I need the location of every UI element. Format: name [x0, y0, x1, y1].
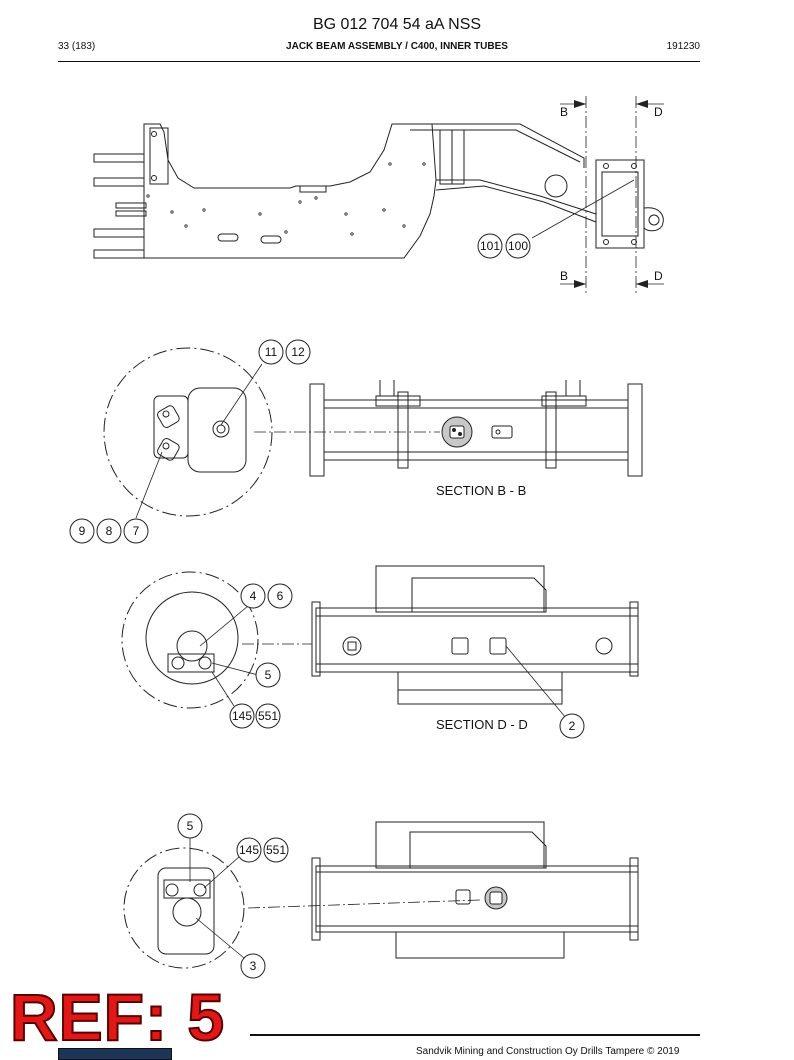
callout-100-bubble [505, 233, 531, 259]
header-rule [58, 61, 700, 62]
section-b-b-view [103, 347, 643, 519]
section-b-b-title: SECTION B - B [436, 483, 526, 498]
callout-12-bubble [285, 339, 311, 365]
callout-145b-bubble [236, 837, 262, 863]
callout-2: 2 [569, 719, 576, 733]
callout-5a: 5 [265, 668, 272, 682]
document-code: 191230 [666, 41, 700, 52]
callout-6: 6 [277, 589, 284, 603]
callout-11: 11 [265, 345, 278, 359]
callout-551a: 551 [258, 709, 278, 723]
callout-145a: 145 [232, 709, 252, 723]
section-mark-b-bottom: B [560, 269, 568, 283]
callout-5b: 5 [187, 819, 194, 833]
section-d-d-title: SECTION D - D [436, 717, 528, 732]
callout-12: 12 [291, 345, 305, 359]
third-section-view [123, 821, 639, 969]
callout-6-bubble [267, 583, 293, 609]
callout-9: 9 [79, 524, 86, 538]
callout-4: 4 [250, 589, 257, 603]
callout-101: 101 [480, 239, 500, 253]
section-mark-d-top: D [654, 105, 663, 119]
callout-8-bubble [96, 518, 122, 544]
callout-7: 7 [133, 524, 140, 538]
section-d-d-view [121, 565, 639, 719]
jack-beam-side-view [93, 96, 664, 296]
callout-9-bubble [69, 518, 95, 544]
section-heading: JACK BEAM ASSEMBLY / C400, INNER TUBES [286, 41, 508, 52]
callout-551b: 551 [266, 843, 286, 857]
callout-145a-bubble [229, 703, 255, 729]
callout-101-bubble [477, 233, 503, 259]
section-mark-b-top: B [560, 105, 568, 119]
callout-7-bubble [123, 518, 149, 544]
document-title: BG 012 704 54 aA NSS [312, 16, 482, 33]
footer-copyright: Sandvik Mining and Construction Oy Drill… [416, 1046, 680, 1057]
section-mark-d-bottom: D [654, 269, 663, 283]
callout-2-bubble [559, 713, 585, 739]
callout-8: 8 [106, 524, 113, 538]
callout-4-bubble [240, 583, 266, 609]
page-number: 33 (183) [58, 41, 96, 52]
callout-5b-bubble [177, 813, 203, 839]
callout-3-bubble [240, 953, 266, 979]
ref-stamp: REF: 5 [9, 980, 226, 1054]
callout-11-bubble [258, 339, 284, 365]
callout-551b-bubble [263, 837, 289, 863]
callout-5a-bubble [255, 662, 281, 688]
callout-145b: 145 [239, 843, 259, 857]
callout-3: 3 [250, 959, 257, 973]
callout-100: 100 [508, 239, 528, 253]
footer-rule [250, 1034, 700, 1036]
callout-551a-bubble [255, 703, 281, 729]
